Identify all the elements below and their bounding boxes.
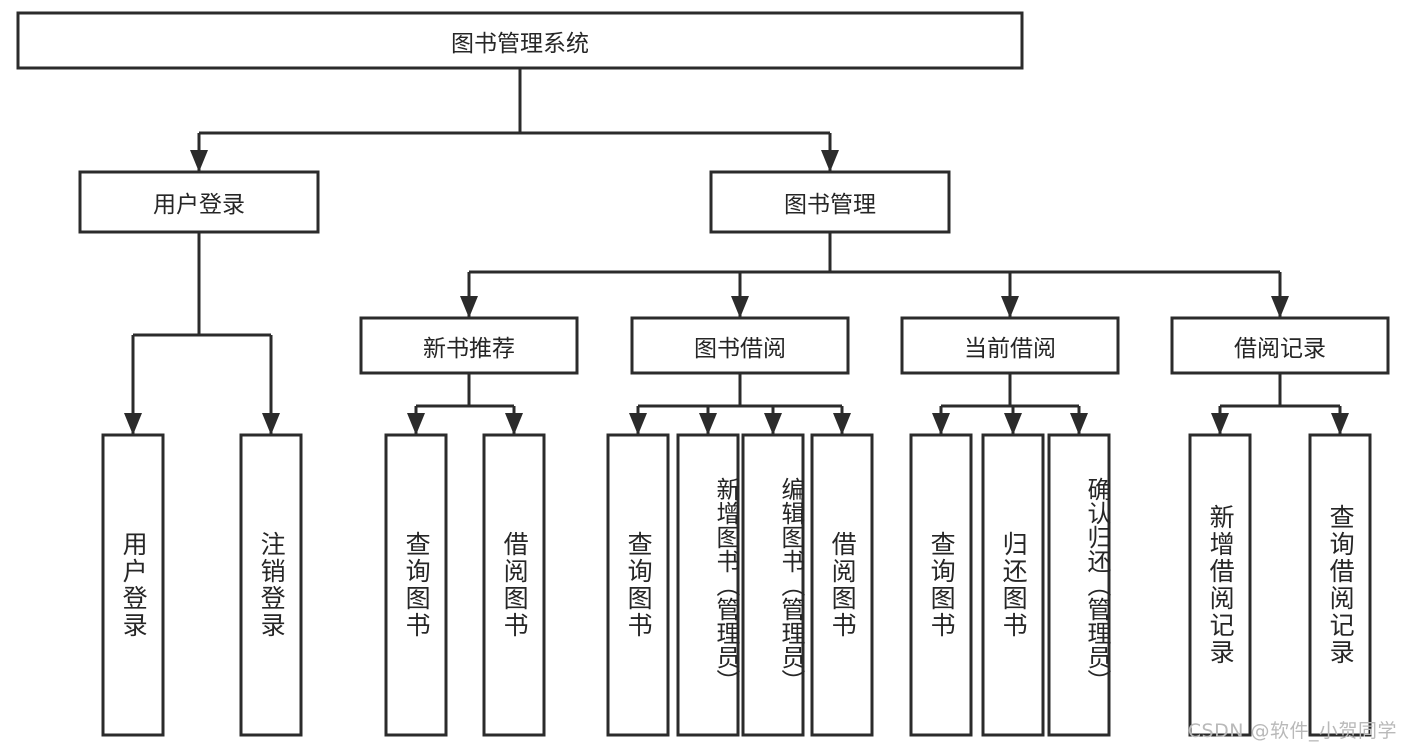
- arrowhead-icon: [932, 413, 950, 435]
- arrowhead-icon: [124, 413, 142, 435]
- node-box-book-manage[interactable]: [709, 170, 951, 234]
- node-box-borrow-record[interactable]: [1170, 316, 1390, 375]
- arrowhead-icon: [407, 413, 425, 435]
- node-box-leaf-query-book-rec[interactable]: [384, 433, 448, 737]
- arrowhead-icon: [833, 413, 851, 435]
- node-box-leaf-return-book[interactable]: [981, 433, 1045, 737]
- node-box-new-book-recommend[interactable]: [359, 316, 579, 375]
- node-box-root[interactable]: [16, 11, 1024, 70]
- arrowhead-icon: [821, 150, 839, 172]
- arrowhead-icon: [699, 413, 717, 435]
- node-box-layer: [16, 11, 1390, 737]
- node-box-leaf-add-book[interactable]: [676, 433, 740, 737]
- node-box-leaf-query-record[interactable]: [1308, 433, 1372, 737]
- connector-layer: [124, 68, 1349, 435]
- arrowhead-icon: [1004, 413, 1022, 435]
- node-box-leaf-confirm-return[interactable]: [1047, 433, 1111, 737]
- arrowhead-icon: [1070, 413, 1088, 435]
- arrowhead-icon: [764, 413, 782, 435]
- node-box-leaf-query-book-borrow[interactable]: [606, 433, 670, 737]
- node-box-leaf-edit-book[interactable]: [741, 433, 805, 737]
- arrowhead-icon: [629, 413, 647, 435]
- node-box-leaf-add-record[interactable]: [1188, 433, 1252, 737]
- watermark-text: CSDN @软件_小贺同学: [1187, 720, 1397, 742]
- arrowhead-icon: [1331, 413, 1349, 435]
- node-box-leaf-logout[interactable]: [239, 433, 303, 737]
- arrowhead-icon: [1271, 296, 1289, 318]
- node-box-leaf-user-login[interactable]: [101, 433, 165, 737]
- arrowhead-icon: [505, 413, 523, 435]
- node-box-user-login[interactable]: [78, 170, 320, 234]
- node-box-leaf-borrow-book-rec[interactable]: [482, 433, 546, 737]
- arrowhead-icon: [731, 296, 749, 318]
- arrowhead-icon: [460, 296, 478, 318]
- arrowhead-icon: [1001, 296, 1019, 318]
- arrowhead-icon: [262, 413, 280, 435]
- node-box-book-borrow[interactable]: [630, 316, 850, 375]
- node-box-leaf-borrow-book[interactable]: [810, 433, 874, 737]
- node-box-leaf-query-book-current[interactable]: [909, 433, 973, 737]
- arrowhead-icon: [1211, 413, 1229, 435]
- node-box-current-borrow[interactable]: [900, 316, 1120, 375]
- arrowhead-icon: [190, 150, 208, 172]
